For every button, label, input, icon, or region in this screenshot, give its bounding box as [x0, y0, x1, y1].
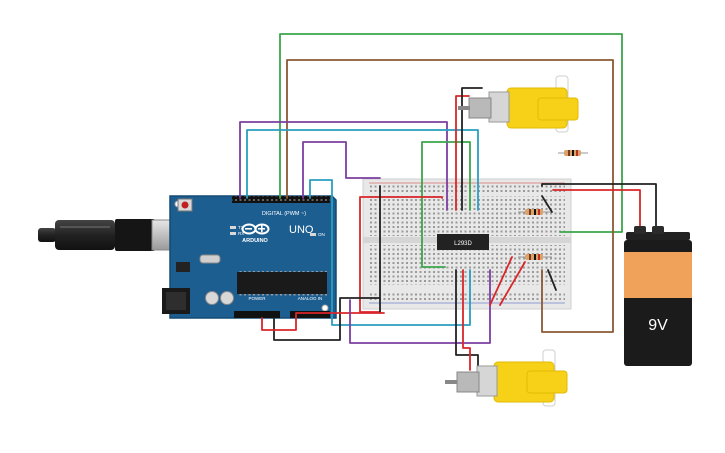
wire-red[interactable] — [489, 256, 513, 306]
crystal — [199, 254, 221, 264]
wire-red[interactable] — [359, 196, 443, 313]
dc-motor-top[interactable] — [458, 75, 579, 133]
battery-label: 9V — [648, 317, 668, 334]
power-header-label: POWER — [248, 296, 266, 301]
wire-black[interactable] — [461, 87, 483, 211]
wire-purple[interactable] — [302, 141, 381, 199]
capacitor — [205, 291, 219, 305]
usb-chip — [176, 262, 190, 272]
wire-black[interactable] — [455, 269, 479, 371]
rx-label: RX — [238, 231, 244, 236]
wire-red[interactable] — [499, 261, 526, 306]
arduino-logo-icon — [241, 223, 270, 235]
wire-blue[interactable] — [246, 129, 479, 211]
reset-icon — [181, 201, 189, 209]
capacitor — [220, 291, 234, 305]
atmega-chip — [237, 272, 327, 294]
tx-label: TX — [238, 225, 244, 230]
power-header — [234, 311, 280, 318]
wire-blue[interactable] — [309, 179, 471, 326]
driver-ic-label: L293D — [454, 241, 472, 247]
l293d-driver-ic[interactable]: L293D — [437, 234, 489, 250]
wire-green[interactable] — [279, 33, 623, 233]
brand-label: ARDUINO — [242, 238, 268, 244]
wire-black[interactable] — [541, 195, 553, 213]
wire-black[interactable] — [547, 269, 557, 291]
analog-header-label: ANALOG IN — [298, 296, 323, 301]
wire-brown[interactable] — [286, 59, 614, 333]
wire-red[interactable] — [261, 312, 385, 331]
wire-red[interactable] — [462, 269, 471, 371]
wire-black[interactable] — [273, 297, 381, 341]
digital-header-label: DIGITAL (PWM ~) — [262, 211, 306, 217]
wire-red[interactable] — [552, 189, 641, 229]
model-label: UNO — [289, 224, 314, 236]
wire-purple[interactable] — [239, 121, 448, 211]
battery-9v[interactable]: 9V — [624, 226, 692, 366]
resistor[interactable] — [518, 254, 552, 260]
wire-red[interactable] — [455, 95, 470, 211]
dc-motor-bottom[interactable] — [445, 349, 568, 407]
analog-header — [290, 311, 330, 318]
wire-purple[interactable] — [349, 269, 491, 344]
arduino-uno-board[interactable]: DIGITAL (PWM ~) TX RX ON ARDUINO UNO — [162, 195, 337, 319]
breadboard[interactable] — [362, 178, 572, 310]
resistor[interactable] — [518, 209, 552, 215]
wire-black[interactable] — [541, 183, 657, 229]
wire-green[interactable] — [421, 141, 471, 268]
resistor[interactable] — [558, 150, 588, 156]
on-label: ON — [318, 232, 325, 237]
